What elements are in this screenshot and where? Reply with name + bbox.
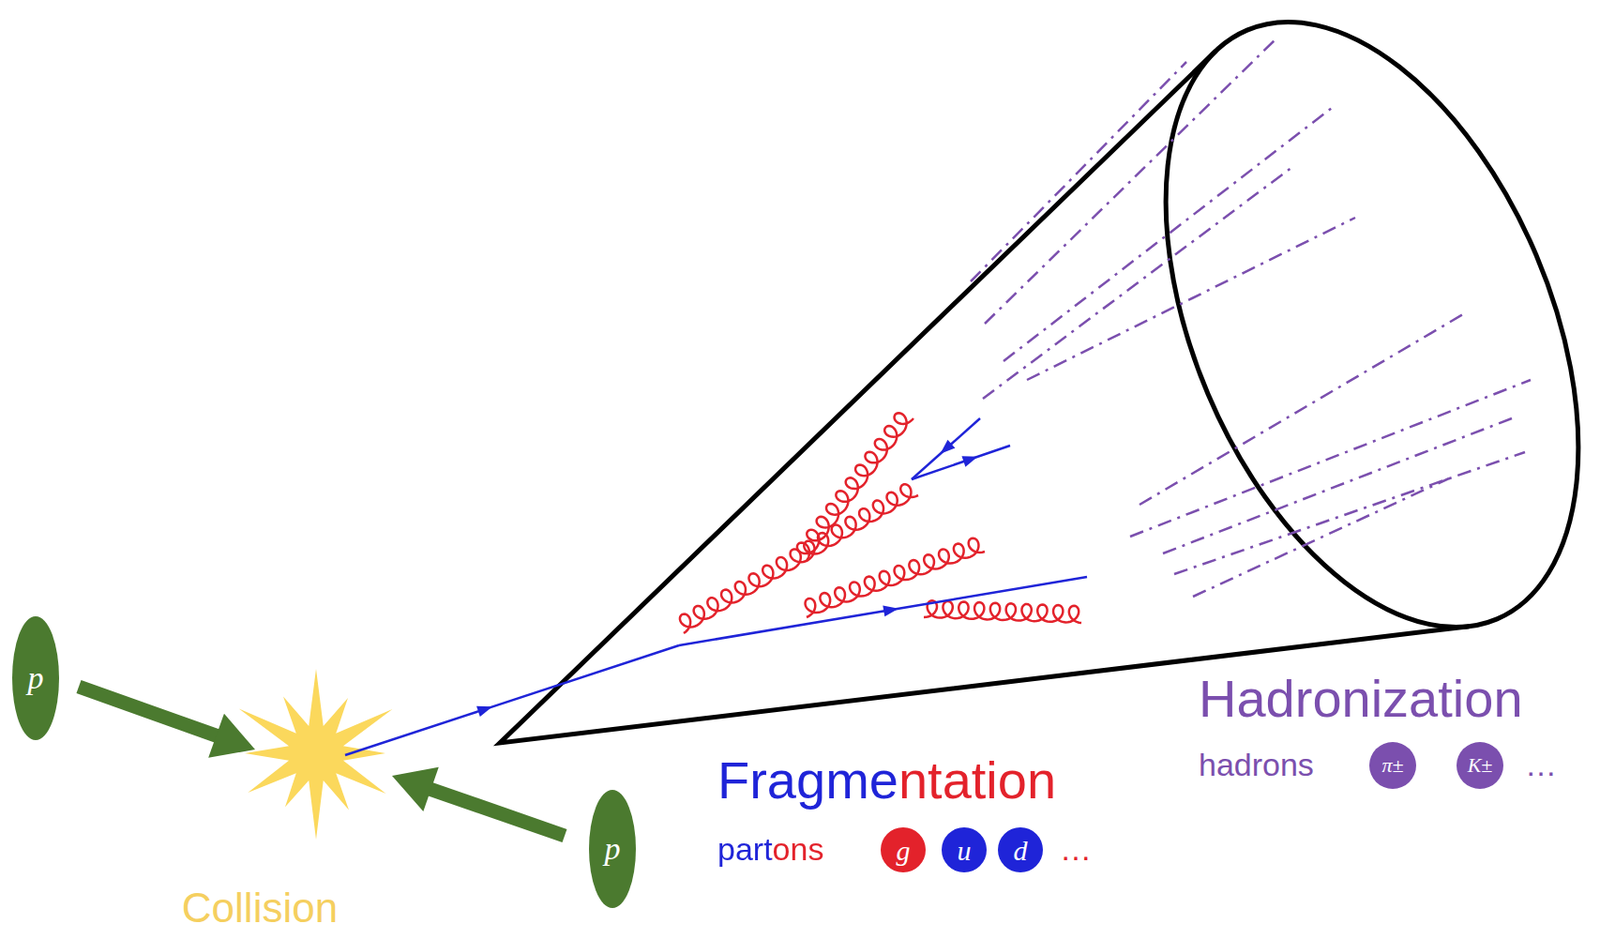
label-text: Collision <box>181 884 338 933</box>
quark-line <box>911 445 1011 480</box>
parton-badge-fill <box>941 827 987 873</box>
label-text: partons <box>717 830 824 868</box>
stage-title: Collision <box>181 884 338 933</box>
label-text: … <box>1059 830 1092 868</box>
stage-subtitle: partons <box>717 830 824 868</box>
node-text: u <box>957 834 972 866</box>
node-text: d <box>1013 834 1028 866</box>
hadron-badge: π± <box>1369 741 1417 789</box>
hadron-track <box>1139 314 1464 505</box>
collision-star <box>239 668 393 840</box>
label-text: … <box>1524 746 1557 784</box>
hadron-track <box>982 166 1293 399</box>
parton-badge: g <box>880 827 926 873</box>
label-text: hadrons <box>1198 746 1314 784</box>
hadron-badge: K± <box>1456 741 1504 789</box>
node-text: g <box>896 834 911 866</box>
parton-badge: u <box>941 827 987 873</box>
stage-title: Hadronization <box>1198 668 1524 729</box>
quark-arrowhead <box>882 604 899 617</box>
stage-title: Fragmentation <box>717 750 1057 811</box>
ellipsis: … <box>1059 830 1092 868</box>
beam-arrow-shaft <box>429 788 565 836</box>
ellipsis: … <box>1524 746 1557 784</box>
hadron-badge-fill <box>1369 741 1417 789</box>
quark-line <box>345 645 680 755</box>
jet-cone-side <box>499 50 1469 743</box>
quark-arrowhead <box>476 706 493 717</box>
beam-arrow-shaft <box>78 686 218 737</box>
hadron-badge-fill <box>1456 741 1504 789</box>
gluon-line <box>805 538 985 618</box>
node-text: p <box>28 660 45 695</box>
jet-cone-mouth <box>1083 0 1600 689</box>
quark-line <box>679 576 1087 646</box>
quark-arrowhead <box>940 439 956 454</box>
proton-ellipse: p <box>12 616 60 740</box>
hadron-track <box>1174 452 1525 574</box>
hadron-track <box>984 39 1276 324</box>
hadron-track <box>1026 217 1356 380</box>
beam-arrow-head <box>392 767 439 812</box>
quark-arrowhead <box>961 455 978 467</box>
proton-ellipse-fill <box>588 789 636 908</box>
hadron-track <box>1162 418 1512 554</box>
proton-ellipse-fill <box>12 616 60 740</box>
hadron-track <box>1130 379 1531 537</box>
hadron-track <box>1003 107 1332 362</box>
hadron-track <box>970 61 1187 282</box>
label-text: Fragmentation <box>717 750 1057 811</box>
hadron-track <box>1192 478 1450 597</box>
quark-line <box>911 418 981 480</box>
gluon-line <box>923 600 1082 623</box>
parton-badge-fill <box>880 827 926 873</box>
proton-ellipse: p <box>588 789 636 908</box>
parton-badge: d <box>997 827 1043 873</box>
parton-badge-fill <box>997 827 1043 873</box>
stage-subtitle: hadrons <box>1198 746 1314 784</box>
node-text: π± <box>1381 754 1404 777</box>
label-text: Hadronization <box>1198 668 1524 729</box>
beam-arrow-head <box>208 713 256 758</box>
gluon-line <box>797 412 914 561</box>
node-text: p <box>604 830 621 866</box>
node-text: K± <box>1467 754 1494 777</box>
